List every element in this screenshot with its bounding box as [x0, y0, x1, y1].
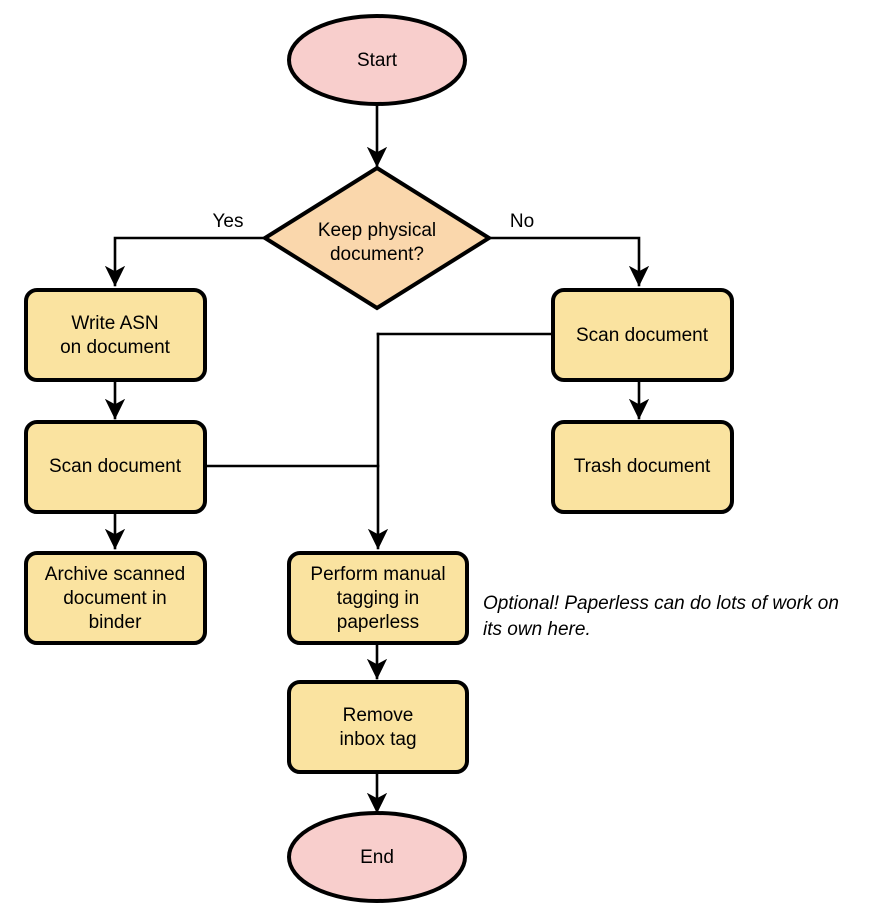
decision-label-line2: document? — [330, 244, 424, 265]
node-end[interactable]: End — [287, 811, 467, 903]
edge-decision-yes-to-write-asn — [104, 236, 267, 287]
annotation-line2: its own here. — [483, 619, 591, 640]
start-ellipse[interactable] — [287, 14, 467, 106]
edge-label-yes: Yes — [213, 211, 244, 232]
write-asn-label-line2: on document — [60, 337, 171, 358]
scan-document-left-box[interactable] — [24, 420, 207, 514]
annotation-line1: Optional! Paperless can do lots of work … — [483, 593, 839, 614]
trash-document-box[interactable] — [551, 420, 734, 514]
manual-tagging-label-line3: paperless — [337, 612, 419, 633]
write-asn-box[interactable] — [24, 288, 207, 382]
annotation-optional-paperless: Optional! Paperless can do lots of work … — [483, 593, 839, 640]
decision-label-line1: Keep physical — [318, 220, 436, 241]
scan-document-left-label: Scan document — [49, 456, 182, 477]
node-scan-document-left[interactable]: Scan document — [24, 420, 207, 514]
end-ellipse[interactable] — [287, 811, 467, 903]
scan-document-right-label: Scan document — [576, 325, 709, 346]
archive-label-line1: Archive scanned — [45, 564, 185, 585]
end-label: End — [360, 847, 394, 868]
manual-tagging-box[interactable] — [287, 551, 469, 645]
edge-label-no: No — [510, 211, 534, 232]
archive-box[interactable] — [24, 551, 207, 645]
connector-layer — [104, 101, 650, 814]
node-write-asn[interactable]: Write ASN on document — [24, 288, 207, 382]
manual-tagging-label-line1: Perform manual — [310, 564, 445, 585]
manual-tagging-label-line2: tagging in — [337, 588, 419, 609]
edge-decision-no-to-scan-right — [487, 236, 650, 287]
remove-inbox-tag-label-line1: Remove — [343, 705, 414, 726]
scan-document-right-box[interactable] — [551, 288, 734, 382]
node-start[interactable]: Start — [287, 14, 467, 106]
node-remove-inbox-tag[interactable]: Remove inbox tag — [287, 680, 469, 774]
node-perform-manual-tagging[interactable]: Perform manual tagging in paperless — [287, 551, 469, 645]
archive-label-line2: document in — [63, 588, 167, 609]
start-label: Start — [357, 50, 398, 71]
node-decision-keep-physical-document[interactable]: Keep physical document? — [261, 165, 493, 311]
node-archive-scanned-document[interactable]: Archive scanned document in binder — [24, 551, 207, 645]
decision-diamond[interactable] — [261, 165, 493, 311]
node-scan-document-right[interactable]: Scan document — [551, 288, 734, 382]
archive-label-line3: binder — [89, 612, 142, 633]
remove-inbox-tag-label-line2: inbox tag — [339, 729, 416, 750]
trash-document-label: Trash document — [574, 456, 711, 477]
remove-inbox-tag-box[interactable] — [287, 680, 469, 774]
write-asn-label-line1: Write ASN — [71, 313, 158, 334]
node-trash-document[interactable]: Trash document — [551, 420, 734, 514]
